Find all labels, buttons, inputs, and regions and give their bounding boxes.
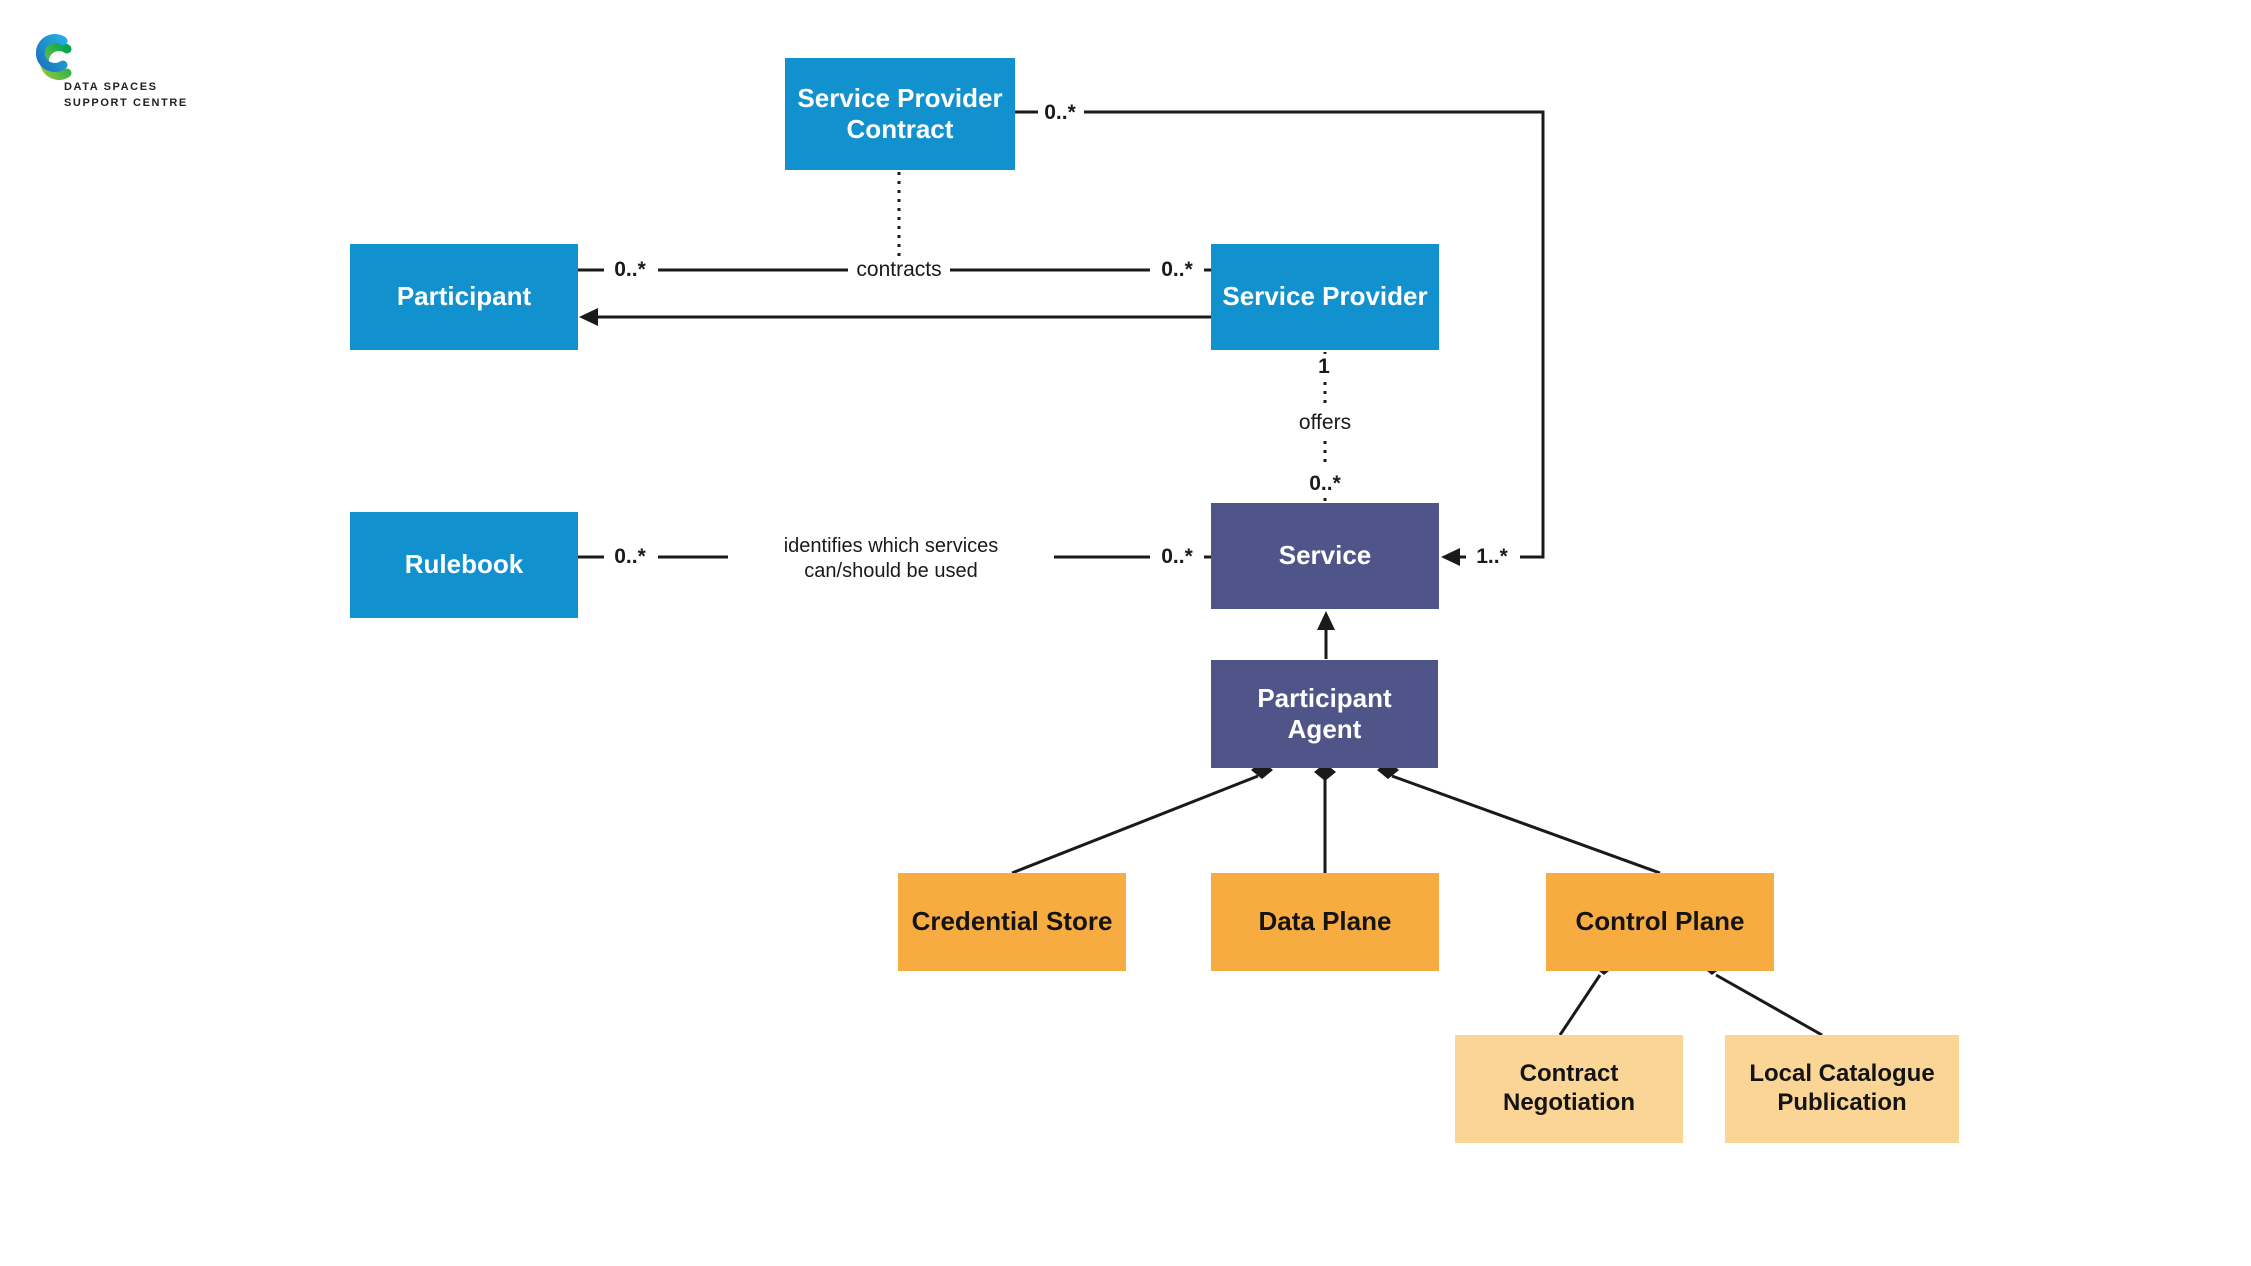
node-service: Service: [1211, 503, 1439, 609]
dssc-logo-icon: [36, 34, 72, 80]
arrowhead-into-service: [1441, 548, 1460, 566]
node-control-plane: Control Plane: [1546, 873, 1774, 971]
node-local-catalogue-publication: Local Catalogue Publication: [1725, 1035, 1959, 1143]
node-data-plane: Data Plane: [1211, 873, 1439, 971]
arrowhead-into-service-bottom: [1317, 611, 1335, 630]
node-participant-agent: Participant Agent: [1211, 660, 1438, 768]
node-service-provider-contract: Service Provider Contract: [785, 58, 1015, 170]
multiplicity-service-incoming: 1..*: [1472, 543, 1512, 571]
multiplicity-spc: 0..*: [1040, 99, 1080, 127]
multiplicity-rulebook: 0..*: [610, 543, 650, 571]
node-service-provider: Service Provider: [1211, 244, 1439, 350]
logo-wordmark: DATA SPACES SUPPORT CENTRE: [64, 81, 188, 109]
node-participant: Participant: [350, 244, 578, 350]
dssc-logo: DATA SPACES SUPPORT CENTRE: [36, 28, 226, 109]
edge-label-offers: offers: [1294, 409, 1356, 437]
edge-control-contract-negotiation: [1558, 974, 1602, 1036]
edge-agent-control-plane: [1391, 774, 1661, 875]
multiplicity-participant: 0..*: [610, 256, 650, 284]
node-credential-store: Credential Store: [898, 873, 1126, 971]
edge-agent-credential-store: [1011, 774, 1259, 875]
node-rulebook: Rulebook: [350, 512, 578, 618]
edge-control-local-catalogue: [1715, 973, 1823, 1037]
edge-label-rulebook-note: identifies which services can/should be …: [779, 534, 1003, 584]
multiplicity-offers-service: 0..*: [1305, 470, 1345, 498]
arrowhead-into-participant: [579, 308, 598, 326]
node-contract-negotiation: Contract Negotiation: [1455, 1035, 1683, 1143]
edge-label-contracts: contracts: [852, 256, 946, 284]
multiplicity-provider: 0..*: [1157, 256, 1197, 284]
multiplicity-rulebook-service: 0..*: [1157, 543, 1197, 571]
multiplicity-offers-one: 1: [1314, 353, 1334, 381]
